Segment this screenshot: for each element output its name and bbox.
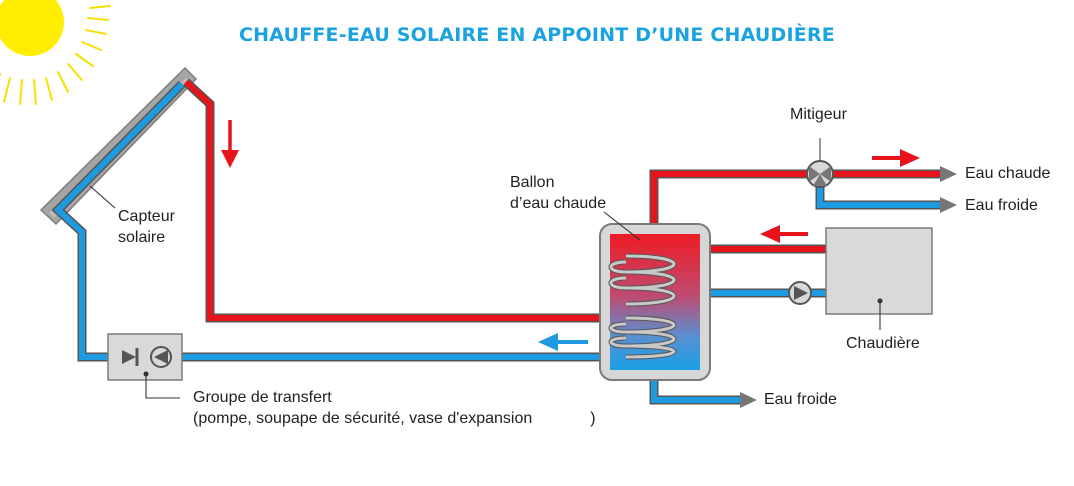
groupe-label-line1: Groupe de transfert — [193, 389, 332, 406]
eau-froide-top-label: Eau froide — [965, 197, 1038, 214]
eau-froide-bottom-label: Eau froide — [764, 391, 837, 408]
sun-icon — [0, 0, 111, 105]
storage-tank — [599, 223, 711, 381]
pump-icon — [150, 346, 172, 368]
page-title: CHAUFFE-EAU SOLAIRE EN APPOINT D’UNE CHA… — [239, 24, 835, 46]
boiler — [825, 227, 933, 315]
hot-pipes — [182, 78, 940, 323]
cold-pipes — [51, 80, 940, 405]
eau-chaude-outlet-icon — [940, 166, 957, 182]
eau-froide-bottom-inlet-icon — [740, 392, 757, 408]
pump-icon — [788, 281, 812, 305]
transfer-group — [107, 333, 183, 381]
ballon-label: Ballon d’eau chaude — [510, 172, 606, 214]
mixing-valve-icon — [806, 138, 834, 188]
chaudiere-label: Chaudière — [846, 335, 920, 352]
mitigeur-label: Mitigeur — [790, 106, 847, 123]
ballon-label-line2: d’eau chaude — [510, 195, 607, 212]
groupe-transfert-label: Groupe de transfert (pompe, soupape de s… — [193, 387, 596, 429]
capteur-label-line2: solaire — [118, 229, 166, 246]
groupe-label-paren: ) — [590, 410, 596, 427]
capteur-leader — [89, 185, 116, 209]
flow-arrow-icon — [760, 225, 808, 243]
ballon-leader — [603, 211, 641, 241]
eau-chaude-label: Eau chaude — [965, 165, 1051, 182]
check-valve-icon — [122, 348, 139, 366]
capteur-solaire-label: Capteur solaire — [118, 206, 175, 248]
groupe-leader — [145, 376, 180, 399]
eau-froide-top-inlet-icon — [940, 197, 957, 213]
groupe-label-line2: (pompe, soupape de sécurité, vase d'expa… — [193, 408, 596, 429]
flow-arrow-icon — [538, 333, 588, 351]
groupe-label-text: (pompe, soupape de sécurité, vase d'expa… — [193, 410, 533, 427]
capteur-label-line1: Capteur — [118, 208, 175, 225]
flow-arrow-icon — [872, 149, 920, 167]
flow-arrow-icon — [221, 120, 239, 168]
ballon-label-line1: Ballon — [510, 174, 555, 191]
